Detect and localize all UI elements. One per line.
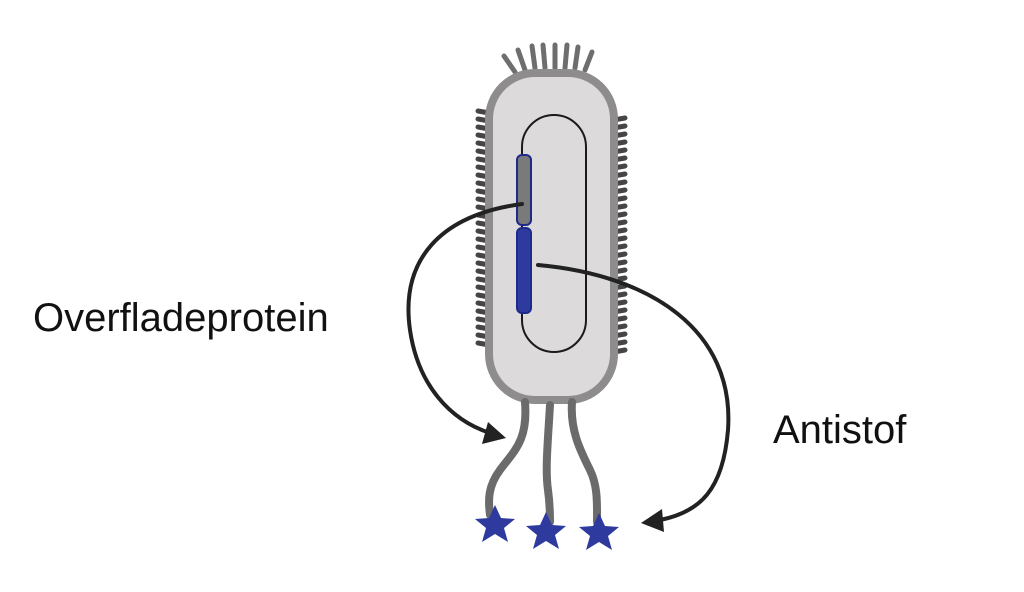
label-antibody: Antistof	[773, 408, 907, 452]
star-icon	[475, 505, 515, 542]
arrows	[406, 202, 731, 522]
top-flagella	[501, 42, 595, 75]
arrow-surface-protein	[406, 202, 524, 435]
antigen-stars	[475, 505, 619, 550]
arrow-antibody	[536, 263, 731, 522]
star-icon	[579, 513, 619, 550]
gene-segment-blue	[516, 227, 532, 314]
star-icon	[526, 512, 566, 549]
arrowhead-icon	[482, 422, 506, 444]
label-surface-protein: Overfladeprotein	[33, 296, 329, 340]
arrowhead-icon	[641, 509, 664, 532]
surface-protein-stalks	[485, 398, 602, 526]
gene-segment-gray	[516, 154, 532, 226]
